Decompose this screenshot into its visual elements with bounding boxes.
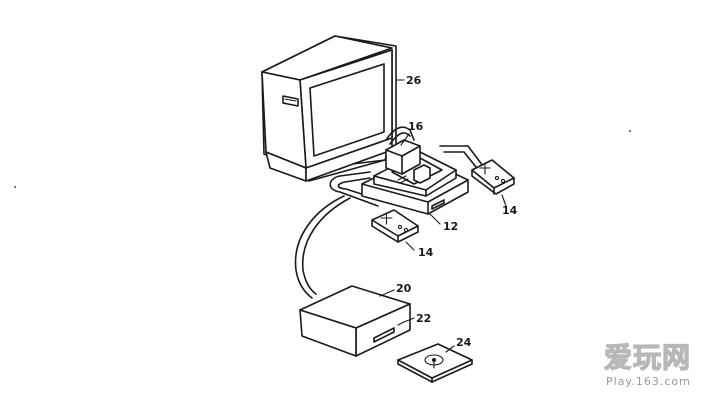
disk-drive [299,285,411,357]
label-floppy-disk: 24 [456,336,472,349]
label-disk-drive: 20 [396,282,412,295]
label-monitor: 26 [406,74,422,87]
speck [629,130,631,132]
label-disk-slot: 22 [416,312,431,325]
controller-left [371,209,419,243]
watermark-sub-text: Play.163.com [606,375,691,388]
label-cartridge: 16 [408,120,424,133]
cables [294,126,487,299]
label-controller-left: 14 [418,246,434,259]
leader-lines [379,79,507,353]
label-controller-right: 14 [502,204,518,217]
monitor [261,35,397,182]
floppy-disk [397,343,473,383]
console [361,139,469,215]
label-console: 12 [443,220,458,233]
speck [14,186,16,188]
controller-right [471,159,515,195]
watermark-logo: 爱玩网 Play.163.com [603,340,691,388]
watermark-main-text: 爱玩网 [604,341,691,374]
